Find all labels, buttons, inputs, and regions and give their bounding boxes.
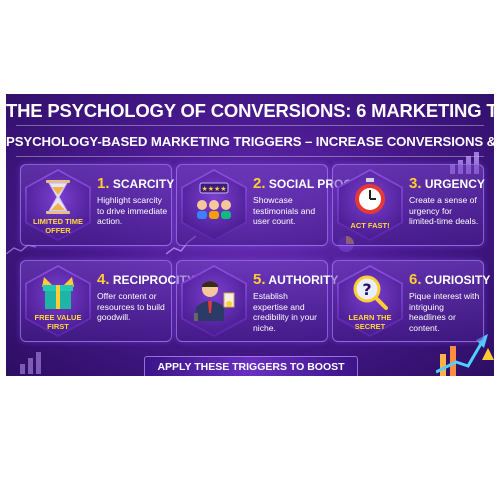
growth-arrow-icon <box>436 334 494 376</box>
card-title: 5. AUTHORITY <box>253 271 339 288</box>
card-description: Pique interest with intriguing headlines… <box>409 291 480 333</box>
hourglass-icon <box>46 180 70 214</box>
icon-hexagon <box>181 265 247 337</box>
footer-banner: APPLY THESE TRIGGERS TO BOOST SALES <box>144 356 358 376</box>
badge-text: FIRST <box>47 322 69 331</box>
expert-icon <box>194 281 235 321</box>
icon-hexagon: FREE VALUE FIRST <box>25 265 91 337</box>
icon-hexagon: LIMITED TIME OFFER <box>25 169 91 241</box>
card-description: Establish expertise and credibility in y… <box>253 291 317 333</box>
trigger-card-urgency: ACT FAST! 3. URGENCY Create a sense of u… <box>332 164 485 246</box>
icon-hexagon: ? LEARN THE SECRET <box>337 265 403 337</box>
stopwatch-icon <box>355 178 385 214</box>
trigger-card-scarcity: LIMITED TIME OFFER 1. SCARCITY Highlight… <box>20 164 175 246</box>
card-description: Highlight scarcity to drive immediate ac… <box>97 195 168 226</box>
card-description: Create a sense of urgency for limited-ti… <box>409 195 479 226</box>
testimonials-icon: ★★★★ <box>197 182 231 219</box>
card-title: 1. SCARCITY <box>97 175 175 192</box>
badge-text: ACT FAST! <box>350 221 390 230</box>
card-title: 4. RECIPROCITY <box>97 271 195 288</box>
badge-text: SECRET <box>354 322 386 331</box>
magnifier-question-icon: ? <box>353 275 388 310</box>
card-title: 6. CURIOSITY <box>409 271 491 288</box>
icon-hexagon: ACT FAST! <box>337 169 403 241</box>
badge-text: LEARN THE <box>348 313 392 322</box>
card-description: Offer content or resources to build good… <box>97 291 165 322</box>
trigger-card-curiosity: ? LEARN THE SECRET 6. CURIOSITY Pique in… <box>332 260 490 342</box>
divider <box>16 125 484 126</box>
bar-chart-decoration-icon <box>20 352 41 374</box>
icon-hexagon: ★★★★ <box>181 169 247 241</box>
svg-text:★★★★: ★★★★ <box>201 185 226 193</box>
badge-text: FREE VALUE <box>34 313 82 322</box>
page-subtitle: PSYCHOLOGY-BASED MARKETING TRIGGERS – IN… <box>6 134 494 149</box>
badge-text: LIMITED TIME <box>33 217 83 226</box>
svg-text:?: ? <box>362 280 371 299</box>
badge-text: OFFER <box>45 226 71 235</box>
trigger-card-authority: 5. AUTHORITY Establish expertise and cre… <box>176 260 338 342</box>
trigger-card-reciprocity: FREE VALUE FIRST 4. RECIPROCITY Offer co… <box>20 260 195 342</box>
card-description: Showcase testimonials and user count. <box>253 195 316 226</box>
trigger-card-social-proof: ★★★★ 2. SOCIAL PROOF Showcase testimonia… <box>176 164 360 246</box>
gift-box-icon <box>42 277 74 309</box>
card-title: 3. URGENCY <box>409 175 485 192</box>
page-title: THE PSYCHOLOGY OF CONVERSIONS: 6 MARKETI… <box>6 100 494 121</box>
infographic-banner: THE PSYCHOLOGY OF CONVERSIONS: 6 MARKETI… <box>6 94 494 376</box>
divider <box>16 156 484 157</box>
